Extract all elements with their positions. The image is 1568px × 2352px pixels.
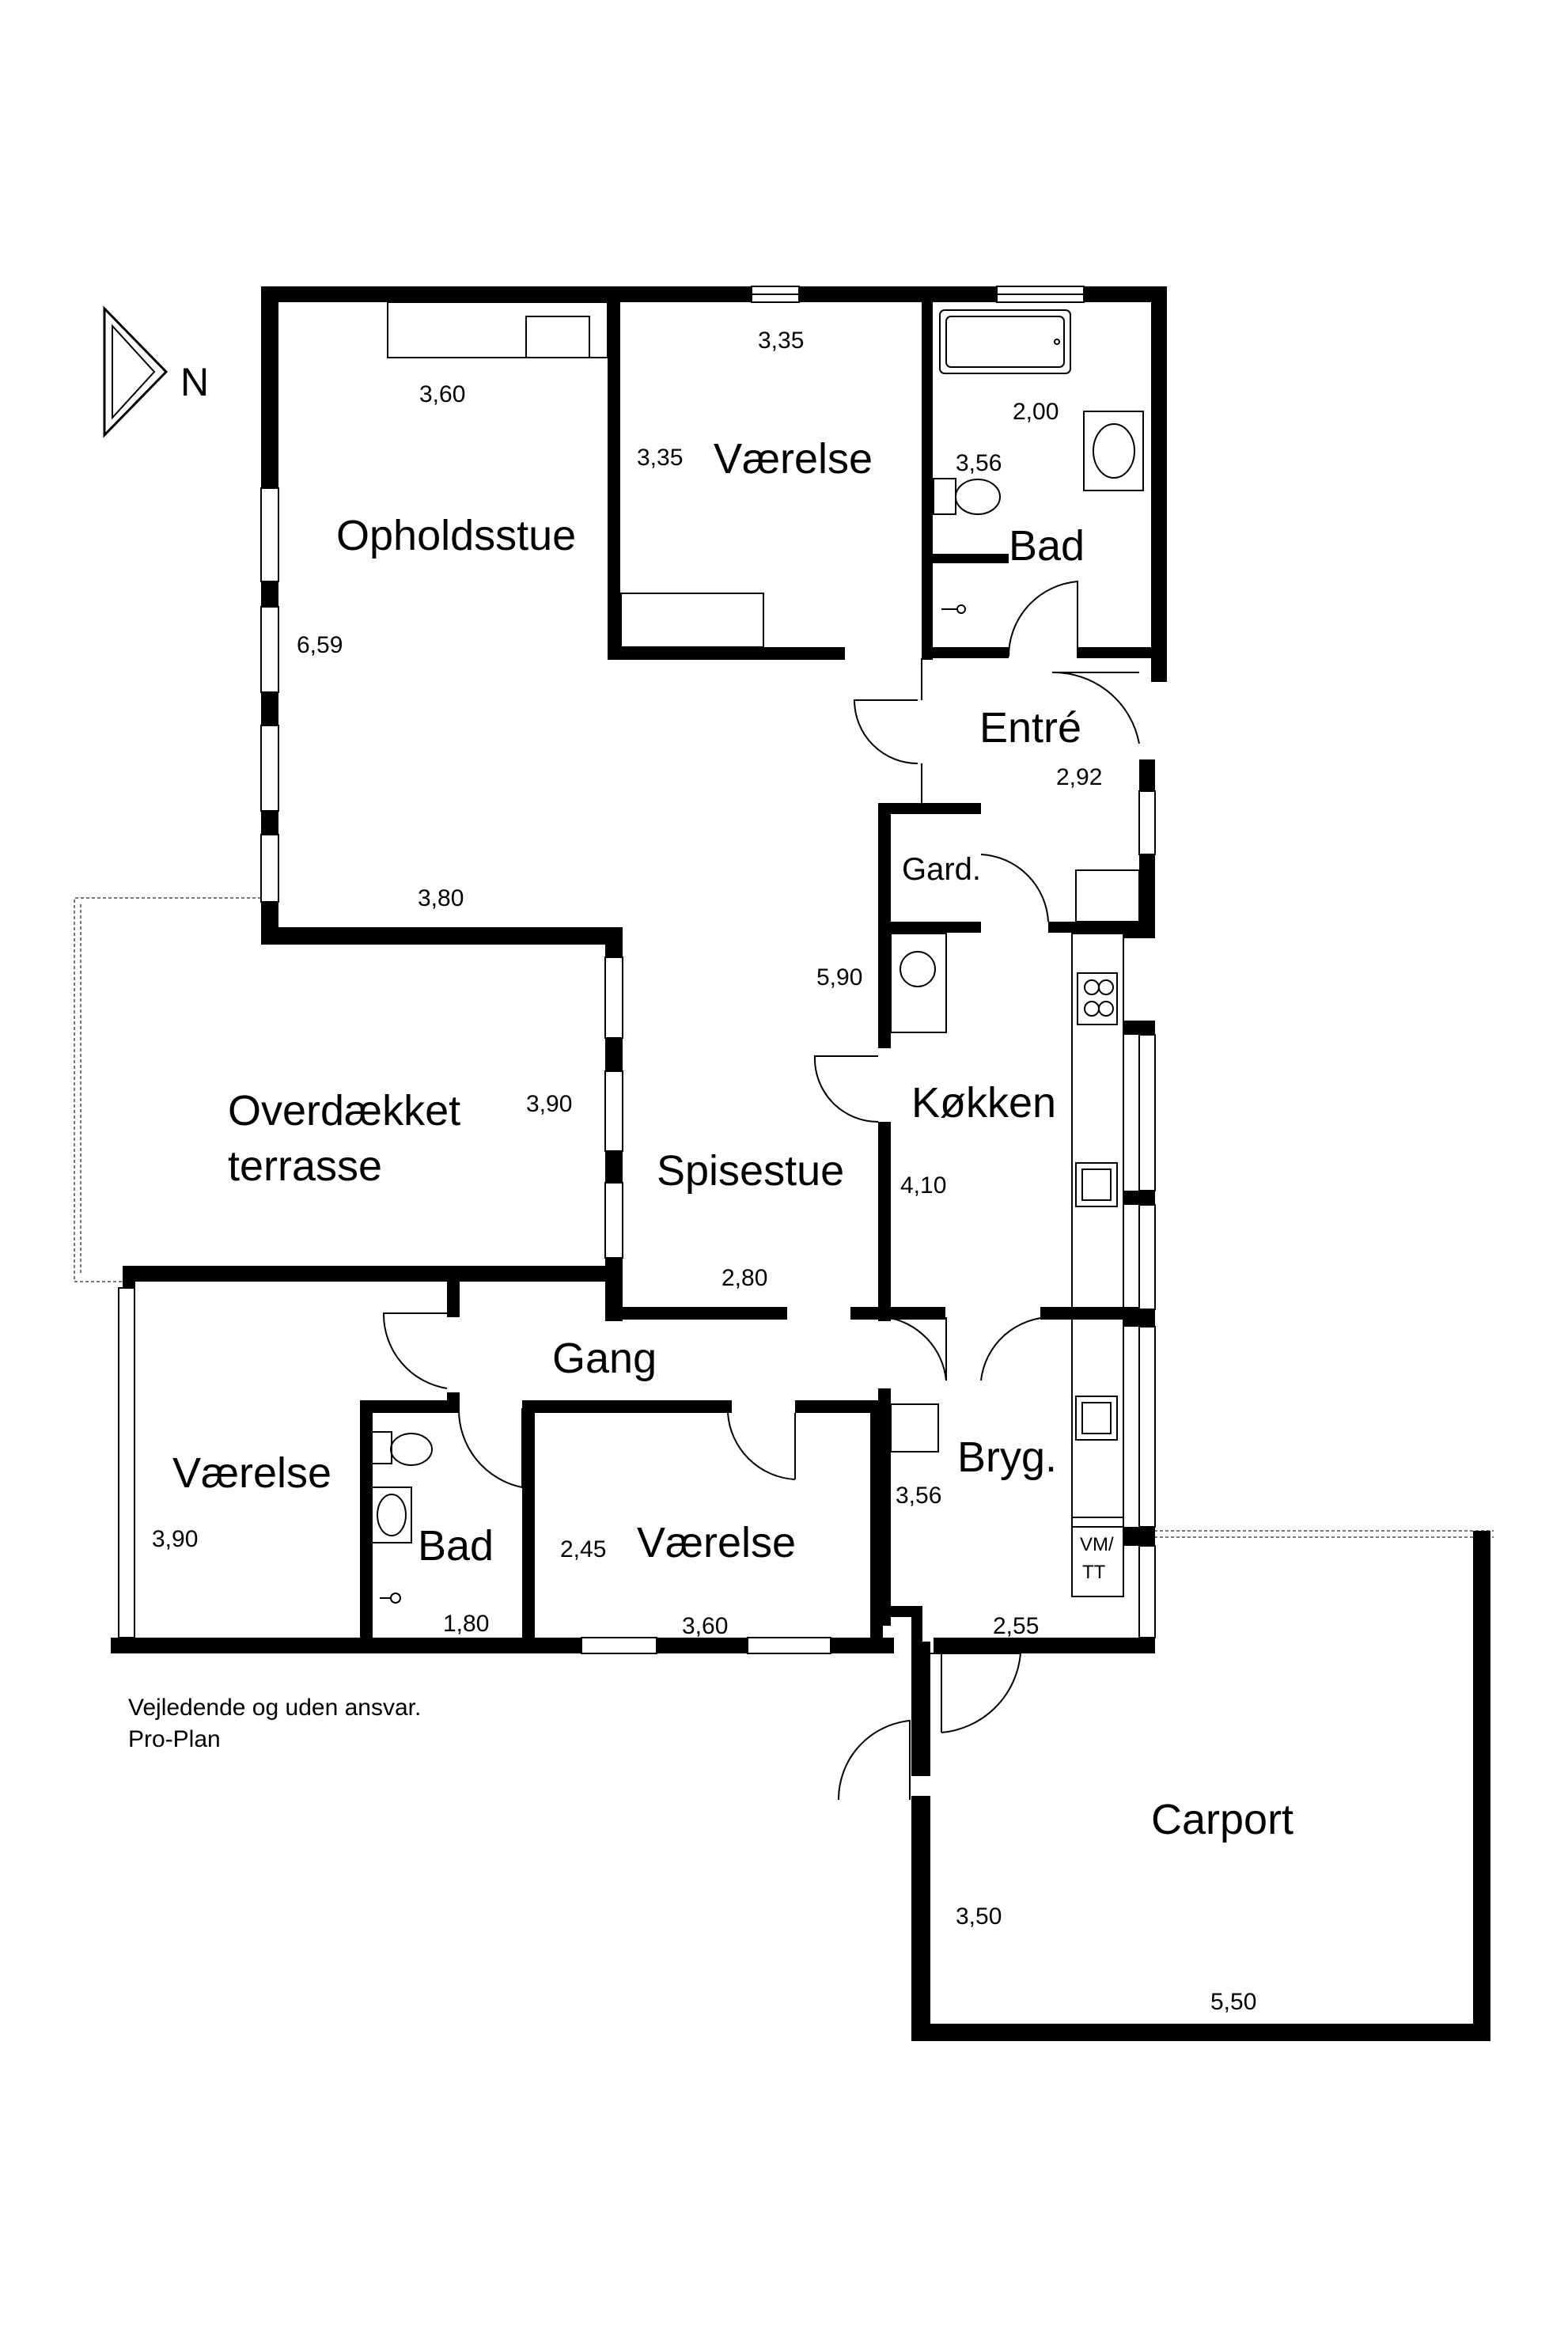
dim-vaer-bottom-width: 3,60 xyxy=(682,1613,728,1639)
disclaimer-line1: Vejledende og uden ansvar. xyxy=(128,1695,421,1721)
room-label-vaerelse-bottom: Værelse xyxy=(637,1519,796,1566)
room-label-koekken: Køkken xyxy=(911,1079,1056,1127)
doors xyxy=(382,580,1140,1801)
room-label-bad-top: Bad xyxy=(1009,522,1085,570)
room-label-spisestue: Spisestue xyxy=(657,1147,844,1195)
dim-terrasse-height: 3,90 xyxy=(526,1091,572,1117)
dim-carport-height: 3,50 xyxy=(956,1903,1002,1930)
dim-vaer-top-height: 3,35 xyxy=(637,445,683,471)
appliance-label-tt: TT xyxy=(1082,1562,1106,1583)
room-label-vaerelse-top: Værelse xyxy=(714,435,873,483)
room-label-opholdsstue: Opholdsstue xyxy=(336,512,576,559)
room-label-terrasse: terrasse xyxy=(228,1142,382,1190)
dim-spise-width: 2,80 xyxy=(722,1265,767,1291)
dim-ophold-width: 3,60 xyxy=(419,381,465,407)
carport-outline xyxy=(1143,1530,1494,1538)
room-label-overdaekket: Overdækket xyxy=(228,1087,460,1134)
room-label-entre: Entré xyxy=(979,704,1081,752)
room-label-vaerelse-left: Værelse xyxy=(172,1449,331,1497)
dim-bryg-width: 2,55 xyxy=(993,1613,1039,1639)
windows xyxy=(118,286,1156,1654)
dim-vaer-bottom-height: 2,45 xyxy=(560,1536,606,1562)
room-label-bad-bottom: Bad xyxy=(418,1522,494,1570)
dim-spise-height: 5,90 xyxy=(816,964,862,990)
dim-carport-width: 5,50 xyxy=(1210,1989,1256,2015)
dim-bad-top-width: 2,00 xyxy=(1013,399,1059,425)
north-arrow-icon xyxy=(103,305,169,438)
terrace-outline xyxy=(74,897,261,1282)
dim-ophold-lower: 3,80 xyxy=(418,885,464,911)
walls xyxy=(111,286,1490,2041)
dim-bad-top-height: 3,56 xyxy=(956,450,1002,476)
room-label-carport: Carport xyxy=(1151,1796,1293,1843)
dim-ophold-length: 6,59 xyxy=(297,632,343,658)
dim-bad-bottom-width: 1,80 xyxy=(443,1611,489,1637)
dim-koekken-width: 4,10 xyxy=(900,1172,946,1199)
disclaimer-line2: Pro-Plan xyxy=(128,1726,221,1752)
fixtures xyxy=(371,301,1144,1604)
dim-entre-width: 2,92 xyxy=(1056,764,1102,790)
appliance-label-vm: VM/ xyxy=(1080,1534,1114,1555)
room-label-bryg: Bryg. xyxy=(957,1434,1057,1481)
dim-vaer-top-width: 3,35 xyxy=(758,328,804,354)
dim-bryg-height: 3,56 xyxy=(896,1483,941,1509)
room-label-gard: Gard. xyxy=(902,852,981,887)
room-label-gang: Gang xyxy=(552,1335,657,1382)
dim-vaer-left-width: 3,90 xyxy=(152,1526,198,1552)
compass-label: N xyxy=(180,360,209,404)
